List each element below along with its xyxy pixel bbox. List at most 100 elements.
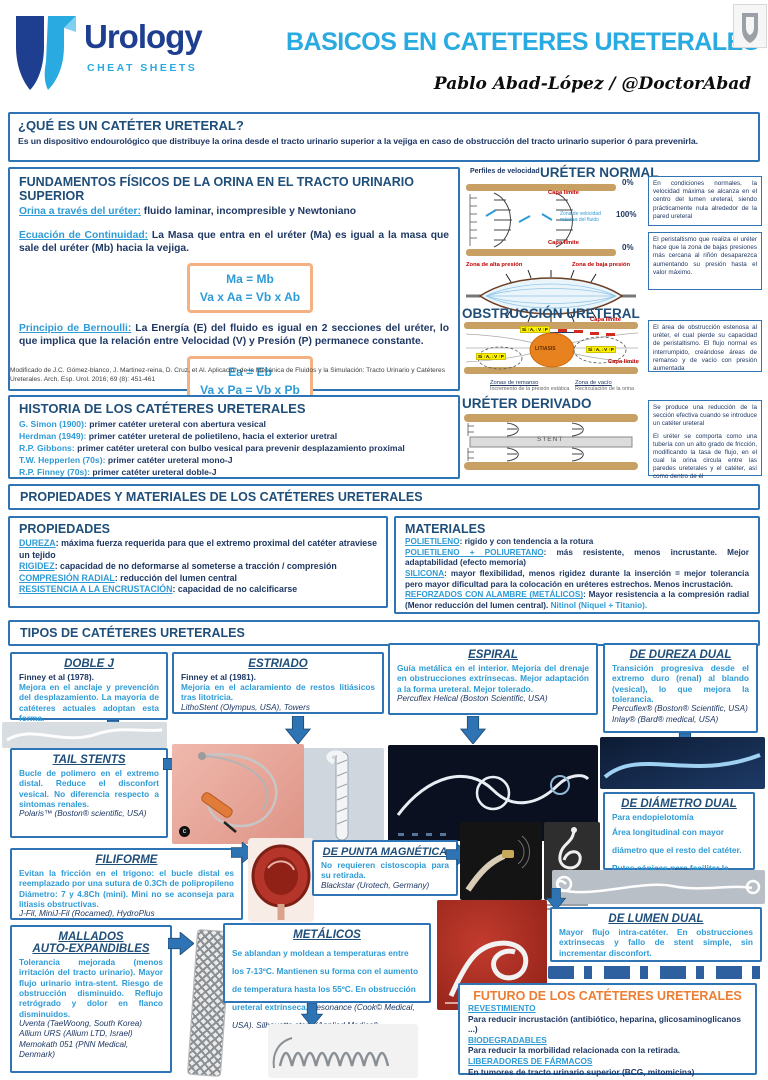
historia-text: primer catéter ureteral con abertura ves…	[86, 419, 266, 429]
material-extra: Nitinol (Niquel + Titanio).	[550, 600, 648, 610]
historia-entry: T.W. Hepperlen (70s): primer catéter ure…	[19, 454, 449, 466]
material-label: REFORZADOS CON ALAMBRE (METÁLICOS)	[405, 590, 584, 600]
dureza-dual-body: Transición progresiva desde el extremo d…	[612, 663, 749, 705]
historia-entry: G. Simon (1900): primer catéter ureteral…	[19, 418, 449, 430]
litiasis-label: LITIASIS	[535, 346, 556, 352]
lumen-dual-body: Mayor flujo intra-catéter. En obstruccio…	[559, 927, 753, 958]
prop-label: RIGIDEZ	[19, 561, 55, 572]
historia-text: primer catéter ureteral mono-J	[105, 455, 233, 466]
futuro-label: BIODEGRADABLES	[468, 1034, 547, 1045]
material-label: SILICONA	[405, 568, 445, 578]
obstruccion-title: OBSTRUCCIÓN URETERAL	[462, 306, 640, 321]
dureza-dual-brand-1: Percuflex® (Boston® Scientific, USA)	[612, 704, 748, 714]
filiforme-bladder-illustration	[248, 838, 314, 922]
estriado-brand: LithoStent (Olympus, USA), Towers	[181, 702, 310, 712]
que-es-body: Es un dispositivo endourológico que dist…	[18, 136, 698, 146]
tail-stents-brand: Polaris™ (Boston® scientific, USA)	[19, 809, 147, 819]
mallados-brand-3: Memokath 051 (PNN Medical, Denmark)	[19, 1039, 129, 1059]
normal-note-2: El peristaltismo que realiza el uréter h…	[648, 232, 762, 290]
orina-label: Orina a través del uréter:	[19, 206, 141, 217]
mallados-brand-2: Allium URS (Allium LTD, Israel)	[19, 1029, 133, 1039]
futuro-heading: FUTURO DE LOS CATÉTERES URETERALES	[473, 989, 742, 1003]
tail-stents-body: Bucle de polimero en el extremo distal. …	[19, 768, 159, 810]
obstruccion-note: El área de obstrucción estenosa al uréte…	[648, 320, 762, 372]
zona-velocidad-label: Zona de velocidad máxima del fluido	[560, 211, 601, 223]
logo-title: Urology	[84, 18, 203, 55]
que-es-heading: ¿QUÉ ES UN CATÉTER URETERAL?	[18, 118, 244, 133]
obstruccion-chip-2: Si ↑A, ↓V ↑P	[520, 326, 550, 333]
espiral-title: ESPIRAL	[468, 649, 518, 661]
historia-text: primer catéter ureteral de polietileno, …	[86, 431, 338, 442]
fundamentos-continuidad: Ecuación de Continuidad: La Masa que ent…	[19, 229, 449, 256]
punta-magnetica-brand: Blackstar (Urotech, Germany)	[321, 880, 430, 890]
fundamentos-heading: FUNDAMENTOS FÍSICOS DE LA ORINA EN EL TR…	[19, 175, 414, 203]
material-text: : más resistente, menos incrustante. Mej…	[405, 547, 749, 568]
historia-author: T.W. Hepperlen (70s):	[19, 455, 106, 466]
fundamentos-orina: Orina a través del uréter: fluido lamina…	[19, 206, 449, 217]
peristaltic-wave-diagram	[466, 270, 636, 322]
que-es-section: ¿QUÉ ES UN CATÉTER URETERAL? Es un dispo…	[8, 112, 760, 162]
historia-author: R.P. Gibbons:	[19, 443, 75, 454]
material-label: POLIETILENO	[405, 537, 460, 546]
historia-text: primer catéter ureteral con bulbo vesica…	[74, 443, 405, 454]
perfiles-velocidad-label: Perfiles de velocidad	[470, 168, 540, 175]
figure-letter-badge: c	[179, 826, 190, 837]
vacio-sub: Recirculación de la orina	[575, 386, 635, 392]
propiedades-box: PROPIEDADES DUREZA: máxima fuerza requer…	[8, 516, 388, 608]
diametro-dual-photo	[552, 870, 765, 904]
dureza-dual-brand-2: Inlay® (Bard® medical, USA)	[612, 714, 719, 724]
estriado-body: Mejoría en el aclaramiento de restos lit…	[181, 682, 375, 703]
metalicos-title: METÁLICOS	[293, 929, 361, 941]
baja-presion-label: Zona de baja presión	[572, 262, 630, 268]
urology-logo-icon	[14, 12, 80, 96]
dureza-dual-photo	[600, 737, 765, 789]
derivado-note-1: Se produce una reducción de la sección e…	[653, 404, 757, 428]
derivado-title: URÉTER DERIVADO	[462, 396, 592, 411]
dureza-dual-title: DE DUREZA DUAL	[629, 649, 732, 661]
arrow-down-icon	[546, 888, 566, 910]
filiforme-brand: J-Fil, MiniJ-Fil (Rocamed), HydroPlus	[19, 909, 155, 919]
bernoulli-label: Principio de Bernoulli:	[19, 322, 132, 334]
obstruccion-chip-3: Si ↑A, ↓V ↑P	[586, 346, 616, 353]
arrow-down-icon	[285, 716, 311, 744]
espiral-body: Guía metálica en el interior. Mejoría de…	[397, 663, 589, 694]
lumen-dual-box: DE LUMEN DUAL Mayor flujo intra-catéter.…	[550, 907, 762, 962]
tipos-heading: TIPOS DE CATÉTERES URETERALES	[8, 620, 760, 646]
estriado-ref: Finney et al (1981).	[181, 672, 256, 682]
derivado-diagram: STENT	[462, 410, 640, 474]
futuro-text: Para reducir incrustación (antibiótico, …	[468, 1013, 741, 1035]
reference-citation: Modificado de J.C. Gómez-blanco, J. Mart…	[10, 367, 446, 383]
normal-note-1: En condiciones normales, la velocidad má…	[648, 176, 762, 226]
punta-magnetica-body: No requieren cistoscopia para su retirad…	[321, 860, 449, 881]
pct-mid: 100%	[616, 210, 637, 219]
fundamentos-section: FUNDAMENTOS FÍSICOS DE LA ORINA EN EL TR…	[8, 167, 460, 406]
prop-mat-heading: PROPIEDADES Y MATERIALES DE LOS CATÉTERE…	[8, 484, 760, 510]
derivado-notes: Se produce una reducción de la sección e…	[648, 400, 762, 480]
vacio-labels: Zona de vacío Recirculación de la orina	[575, 380, 655, 392]
pct-bottom: 0%	[622, 243, 634, 252]
futuro-box: FUTURO DE LOS CATÉTERES URETERALES REVES…	[458, 983, 757, 1077]
capa-limite-bottom-label: Capa límite	[548, 240, 579, 246]
arrow-right-icon	[168, 932, 194, 955]
obstruccion-diagram: LITIASIS Si ↑A, ↓V ↑P Si ↑A, ↓V ↑P Si ↑A…	[462, 317, 640, 376]
mallados-title-1: MALLADOS	[58, 931, 124, 943]
doble-j-box: DOBLE J Finney et al (1978). Mejora en e…	[10, 652, 168, 723]
vacio-label: Zona de vacío	[575, 380, 612, 386]
mallados-box: MALLADOS AUTO-EXPANDIBLES Tolerancia mej…	[10, 925, 172, 1073]
prop-text: : máxima fuerza requerida para que el ex…	[19, 538, 377, 560]
doble-j-photo	[2, 722, 167, 748]
espiral-brand: Percuflex Helical (Boston Scientific, US…	[397, 694, 548, 704]
doble-j-ref: Finney et al (1978).	[19, 672, 94, 682]
filiforme-title: FILIFORME	[95, 854, 158, 866]
filiforme-box: FILIFORME Evitan la fricción en el trígo…	[10, 848, 243, 920]
remanso-label: Zonas de remanso	[490, 380, 539, 386]
bernoulli-text: La Energía (E) del fluido es igual en 2 …	[19, 322, 449, 348]
continuidad-label: Ecuación de Continuidad:	[19, 230, 149, 241]
filiforme-body: Evitan la fricción en el trígono: el buc…	[19, 868, 234, 910]
historia-author: Herdman (1949):	[19, 431, 87, 442]
obstruccion-capa-bottom: Capa límite	[608, 359, 639, 365]
pct-top: 0%	[622, 178, 634, 187]
historia-author: G. Simon (1900):	[19, 419, 87, 429]
mallados-brand-1: Uventa (TaeWoong, South Korea)	[19, 1019, 143, 1029]
